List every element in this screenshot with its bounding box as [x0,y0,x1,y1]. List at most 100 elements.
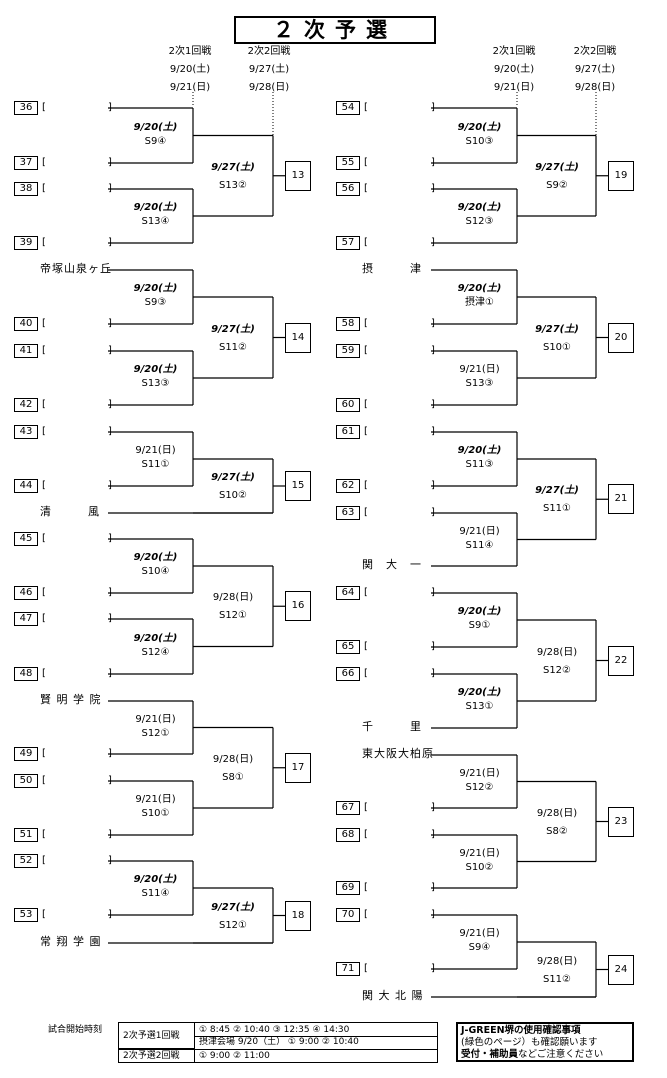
bracket-open: [ [364,426,368,437]
right-round2-date2: 9/28(日) [574,82,616,93]
seed-box-right: 66 [336,667,360,681]
bracket-close: ] [431,641,435,652]
page-title: ２次予選 [234,16,436,44]
round2-venue-right: S10① [542,341,572,353]
round2-venue-left: S11② [218,341,248,353]
right-round2-header: 2次2回戦 [573,46,617,57]
bracket-close: ] [108,318,112,329]
bracket-open: [ [364,399,368,410]
round1-venue-left: S11① [141,459,170,470]
seed-box-right: 59 [336,344,360,358]
round2-date-right: 9/27(土) [535,485,579,497]
round1-venue-left: S13④ [141,216,170,227]
round1-date-right: 9/20(土) [457,687,502,698]
jgreen-line3-bold: 受付・補助員 [461,1049,519,1060]
winner-box-right: 23 [608,806,634,837]
seed-box-left: 52 [14,854,38,868]
seed-box-right: 65 [336,640,360,654]
bracket-open: [ [364,587,368,598]
winner-box-left: 18 [285,900,311,931]
bracket-open: [ [42,480,46,491]
jgreen-line2: (緑色のページ）も確認願います [461,1037,598,1048]
bracket-open: [ [364,157,368,168]
bracket-open: [ [364,507,368,518]
seed-box-right: 64 [336,586,360,600]
bracket-close: ] [108,829,112,840]
seed-box-left: 46 [14,586,38,600]
bracket-open: [ [42,318,46,329]
round1-date-left: 9/20(土) [133,552,178,563]
round1-date-left: 9/21(日) [135,794,176,805]
seed-box-left: 43 [14,425,38,439]
seed-box-left: 44 [14,479,38,493]
winner-box-right: 24 [608,954,634,985]
round1-venue-right: S13① [465,701,494,712]
start-time-label: 試合開始時刻 [48,1025,103,1035]
round1-venue-right: S9④ [468,942,491,953]
bracket-close: ] [431,480,435,491]
winner-box-right: 22 [608,645,634,676]
bracket-open: [ [364,963,368,974]
bracket-open: [ [42,533,46,544]
seed-box-right: 69 [336,881,360,895]
round1-venue-right: S11④ [465,539,494,551]
seed-box-left: 53 [14,908,38,922]
bracket-open: [ [42,829,46,840]
seed-box-right: 67 [336,801,360,815]
bracket-open: [ [42,855,46,866]
right-round2-date1: 9/27(土) [574,64,616,75]
bracket-open: [ [42,399,46,410]
jgreen-line3-rest: などご注意ください [518,1049,604,1060]
round1-venue-right: 摂津① [465,297,494,308]
left-round1-date1: 9/20(土) [169,64,211,75]
round1-date-right: 9/21(日) [459,847,500,859]
bracket-close: ] [431,909,435,920]
round1-venue-left: S10④ [141,566,170,577]
round2-venue-right: S12② [542,664,572,676]
school-name-right: 関 大 一 [362,558,422,571]
bracket-close: ] [108,480,112,491]
round1-date-left: 9/20(土) [133,202,178,213]
school-name-right: 東大阪大柏原 [362,747,434,760]
seed-box-right: 60 [336,398,360,412]
row1-label-cell: 2次予選1回戦 [119,1023,195,1049]
bracket-close: ] [431,237,435,248]
winner-box-right: 19 [608,160,634,191]
bracket-close: ] [108,102,112,113]
bracket-open: [ [42,587,46,598]
bracket-close: ] [108,237,112,248]
round2-date-left: 9/27(土) [211,901,255,913]
seed-box-right: 62 [336,479,360,493]
bracket-close: ] [108,775,112,786]
round1-venue-left: S13③ [141,378,170,389]
right-round1-date1: 9/20(土) [493,64,535,75]
row1-divider [195,1036,437,1037]
round1-date-left: 9/20(土) [133,364,178,375]
row1-times: ① 8:45 ② 10:40 ③ 12:35 ④ 14:30 [199,1025,350,1035]
round1-date-left: 9/20(土) [133,283,178,294]
round1-date-right: 9/20(土) [457,606,502,617]
school-name-left: 清 風 [40,505,100,518]
row1-label: 2次予選1回戦 [123,1031,180,1041]
left-round2-date2: 9/28(日) [248,82,290,93]
bracket-open: [ [42,426,46,437]
bracket-close: ] [108,613,112,624]
round2-date-left: 9/28(日) [212,592,254,604]
round2-date-right: 9/27(土) [535,161,579,173]
bracket-open: [ [42,775,46,786]
round2-date-left: 9/28(日) [212,753,254,765]
winner-box-left: 13 [285,160,311,191]
bracket-close: ] [431,318,435,329]
round1-date-right: 9/20(土) [457,202,502,213]
bracket-open: [ [364,345,368,356]
round1-date-right: 9/21(日) [459,364,500,375]
seed-box-left: 45 [14,532,38,546]
seed-box-right: 61 [336,425,360,439]
round1-venue-left: S9③ [144,297,167,308]
round2-venue-right: S8② [546,825,568,837]
round1-date-left: 9/21(日) [135,713,176,725]
round2-venue-left: S8① [222,771,244,783]
winner-box-left: 17 [285,752,311,783]
seed-box-right: 56 [336,182,360,196]
round2-date-right: 9/28(日) [536,807,578,819]
